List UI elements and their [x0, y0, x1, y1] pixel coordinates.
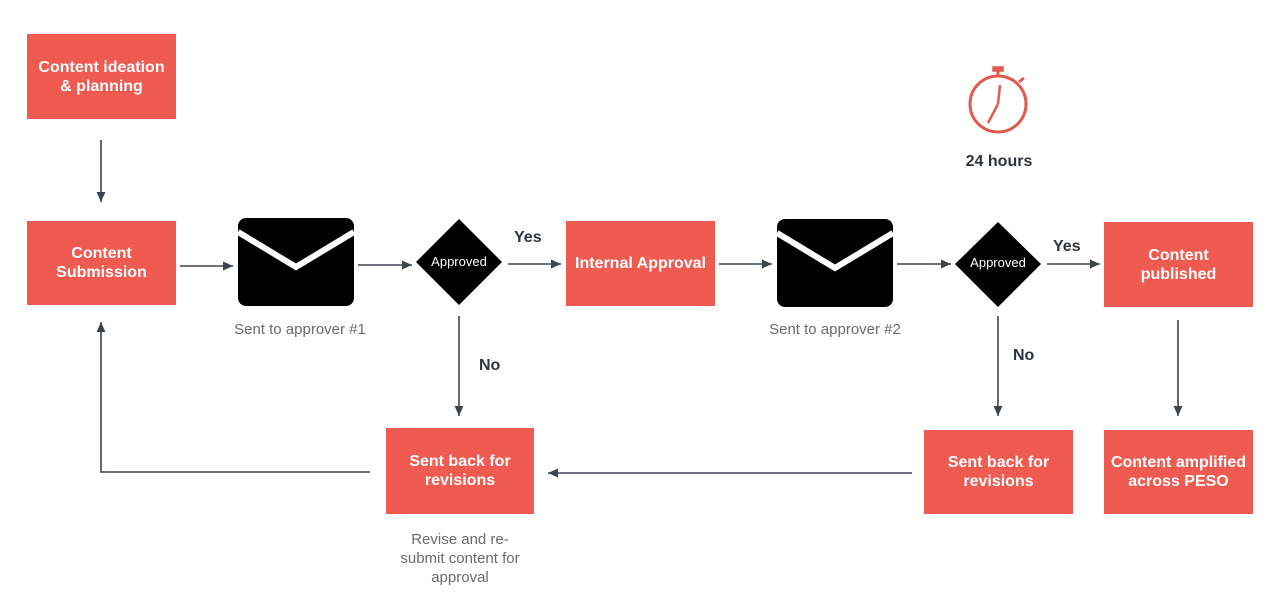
edge-label-yes-2: Yes — [1053, 238, 1081, 255]
node-sent-back-revisions-2: Sent back for revisions — [924, 430, 1073, 514]
envelope-icon — [775, 219, 895, 307]
node-content-ideation: Content ideation & planning — [27, 34, 176, 119]
caption-sent-to-approver-2: Sent to approver #2 — [769, 321, 901, 338]
timer-text: 24 hours — [965, 153, 1033, 170]
decision-diamond — [416, 219, 502, 305]
node-sent-back-revisions-1: Sent back for revisions — [386, 428, 534, 514]
edge-label-no-1: No — [479, 357, 501, 374]
node-content-published: Content published — [1104, 222, 1253, 307]
node-content-submission: Content Submission — [27, 221, 176, 305]
stopwatch-icon — [968, 66, 1028, 134]
caption-revise-note: Revise and re-submit content for approva… — [400, 531, 520, 586]
arrow-revisions1-to-submission — [96, 322, 370, 473]
node-content-amplified: Content amplified across PESO — [1104, 430, 1253, 514]
edge-label-no-2: No — [1013, 347, 1035, 364]
decision-2-label: Approved — [970, 255, 1026, 270]
node-internal-approval: Internal Approval — [566, 221, 715, 306]
edge-label-yes-1: Yes — [514, 229, 542, 246]
decision-1-label: Approved — [431, 254, 487, 269]
caption-sent-to-approver-1: Sent to approver #1 — [234, 321, 366, 338]
decision-diamond — [955, 222, 1041, 307]
envelope-icon — [236, 218, 356, 306]
